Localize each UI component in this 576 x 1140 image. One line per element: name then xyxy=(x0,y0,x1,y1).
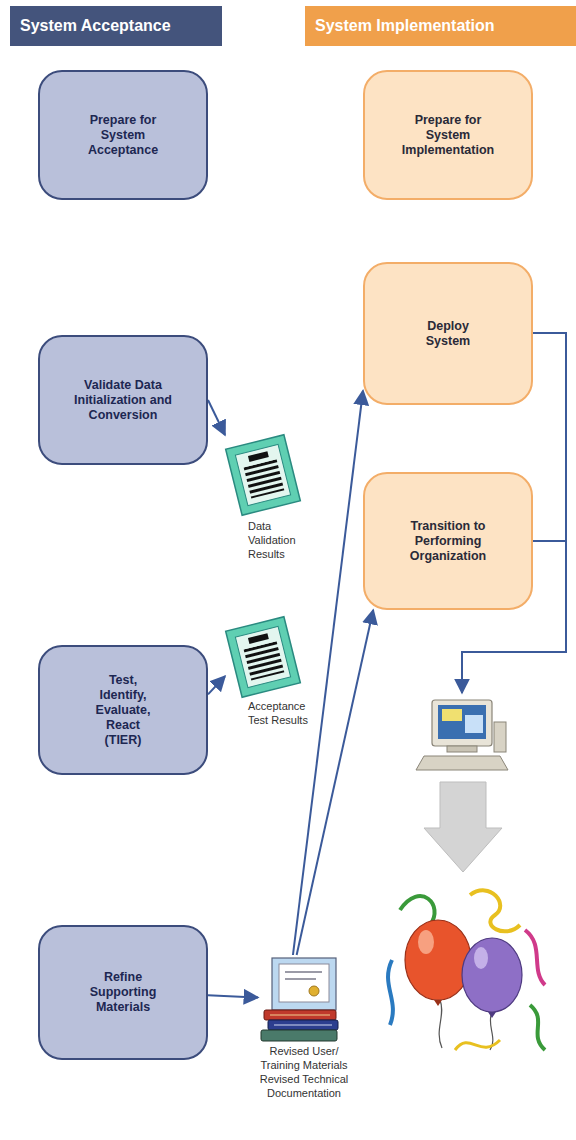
book-trim xyxy=(274,1025,332,1026)
process-label: Transition to Performing Organization xyxy=(399,519,497,564)
transition-arrow xyxy=(424,782,502,872)
balloon-string xyxy=(439,1000,442,1048)
document-heading-bar xyxy=(248,451,269,462)
document-lines xyxy=(244,641,285,680)
screen-window xyxy=(465,715,483,733)
document-node: Data Validation Results xyxy=(225,435,300,515)
certificate-line xyxy=(285,978,316,980)
balloon-highlight xyxy=(418,930,434,954)
flow-arrow xyxy=(208,995,258,997)
process-label: Prepare for System Implementation xyxy=(396,113,501,158)
screen-window xyxy=(442,709,462,721)
phase-title: System Implementation xyxy=(315,17,495,35)
book xyxy=(264,1010,336,1020)
document-icon xyxy=(226,617,301,697)
phase-header: System Acceptance xyxy=(10,6,222,46)
process-box: Prepare for System Implementation xyxy=(363,70,533,200)
balloon xyxy=(405,920,471,1000)
balloon-knot xyxy=(488,1012,496,1018)
document-card xyxy=(226,617,301,697)
flow-arrow xyxy=(208,676,225,694)
flow-arrow xyxy=(208,400,225,435)
celebration-illustration xyxy=(388,890,545,1050)
process-box: Prepare for System Acceptance xyxy=(38,70,208,200)
book-trim xyxy=(270,1015,330,1016)
document-caption: Revised User/ Training Materials xyxy=(249,1044,359,1072)
phase-header: System Implementation xyxy=(305,6,576,46)
book xyxy=(261,1030,337,1041)
certificate-seal xyxy=(309,986,319,996)
balloon xyxy=(462,938,522,1012)
process-box: Transition to Performing Organization xyxy=(363,472,533,610)
process-label: Validate Data Initialization and Convers… xyxy=(61,378,186,423)
streamer xyxy=(388,960,393,1025)
book xyxy=(268,1020,338,1030)
streamer xyxy=(470,890,520,931)
document-lines xyxy=(244,459,285,498)
streamer xyxy=(530,1005,545,1050)
process-box: Test, Identify, Evaluate, React (TIER) xyxy=(38,645,208,775)
process-label: Test, Identify, Evaluate, React (TIER) xyxy=(87,673,159,748)
monitor-stand xyxy=(447,746,477,752)
document-caption: Acceptance Test Results xyxy=(248,699,308,727)
document-card xyxy=(226,435,301,515)
document-caption: Revised Technical Documentation xyxy=(249,1072,359,1100)
keyboard xyxy=(416,756,508,770)
streamer xyxy=(525,930,545,985)
certificate-frame xyxy=(272,958,336,1010)
materials-icon xyxy=(261,958,338,1041)
process-label: Refine Supporting Materials xyxy=(83,970,163,1015)
document-sheet xyxy=(235,444,290,505)
document-node: Revised User/ Training MaterialsRevised … xyxy=(258,955,350,1040)
phase-title: System Acceptance xyxy=(20,17,171,35)
computer-icon xyxy=(416,700,508,770)
process-box: Refine Supporting Materials xyxy=(38,925,208,1060)
screen xyxy=(438,705,486,739)
flow-line xyxy=(533,540,566,542)
streamer xyxy=(455,1040,500,1050)
document-node: Acceptance Test Results xyxy=(225,620,300,695)
flow-arrow xyxy=(293,391,363,955)
balloon-highlight xyxy=(474,947,488,969)
certificate-sheet xyxy=(279,964,329,1002)
document-icon xyxy=(226,435,301,515)
process-label: Prepare for System Acceptance xyxy=(73,113,173,158)
document-heading-bar xyxy=(248,633,269,644)
monitor xyxy=(432,700,492,746)
certificate-line xyxy=(285,971,322,973)
balloon-knot xyxy=(434,1000,442,1006)
document-sheet xyxy=(235,626,290,687)
process-label: Deploy System xyxy=(418,319,478,349)
flow-arrow xyxy=(297,610,374,955)
process-box: Validate Data Initialization and Convers… xyxy=(38,335,208,465)
tower xyxy=(494,722,506,752)
document-caption: Data Validation Results xyxy=(248,519,310,561)
process-box: Deploy System xyxy=(363,262,533,405)
